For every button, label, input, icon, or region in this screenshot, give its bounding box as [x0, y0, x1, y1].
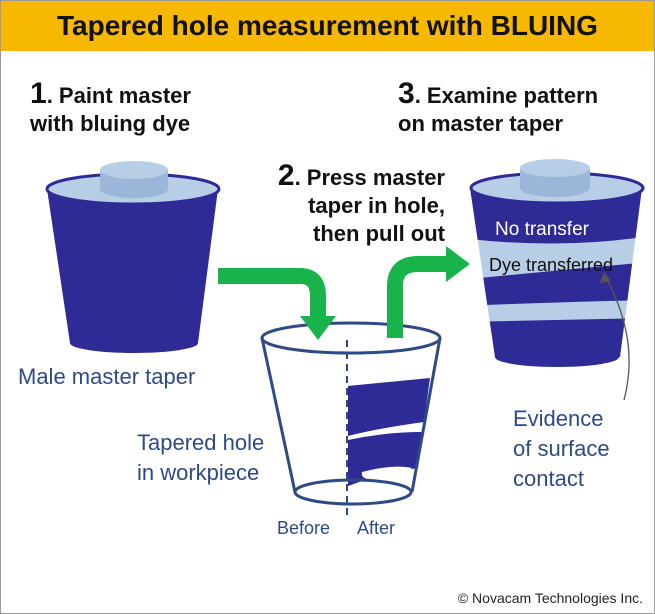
step-2-text: 2. Press master taper in hole, then pull…	[277, 159, 445, 247]
step-3-text: 3. Examine pattern on master taper	[398, 77, 599, 137]
evidence-pointer-head	[600, 272, 611, 283]
copyright-notice: © Novacam Technologies Inc.	[457, 590, 643, 606]
step-1-text: 1. Paint master with bluing dye	[30, 77, 191, 137]
examined-master-taper	[469, 159, 645, 367]
tapered-hole-workpiece	[260, 321, 442, 518]
no-transfer-label: No transfer	[495, 219, 589, 240]
tapered-hole-label: Tapered hole in workpiece	[137, 430, 265, 485]
dye-transferred-label: Dye transferred	[489, 255, 614, 275]
before-label: Before	[277, 518, 331, 538]
press-in-arrow	[218, 268, 336, 340]
male-master-taper	[45, 161, 221, 353]
male-master-taper-label: Male master taper	[18, 364, 196, 389]
page-title: Tapered hole measurement with BLUING	[57, 10, 598, 41]
evidence-label: Evidence of surface contact	[513, 406, 610, 491]
pull-out-arrow	[387, 246, 470, 338]
title-bar: Tapered hole measurement with BLUING	[1, 1, 654, 51]
evidence-pointer-line	[605, 277, 630, 401]
after-label: After	[357, 518, 396, 538]
